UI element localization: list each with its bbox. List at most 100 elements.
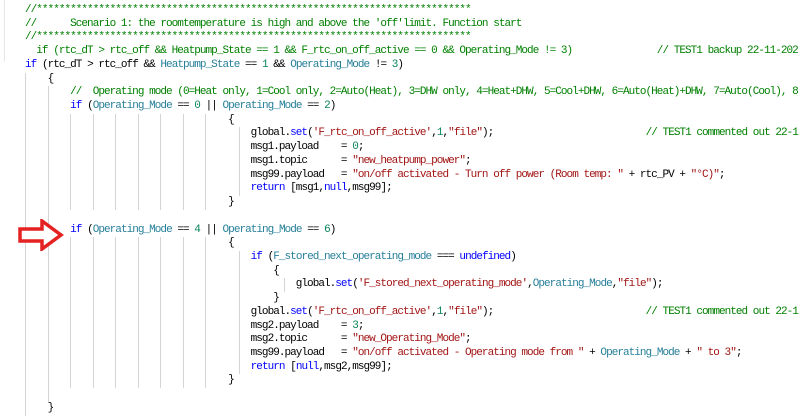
- code-line[interactable]: //**************************************…: [25, 4, 798, 18]
- code-line[interactable]: }: [25, 374, 798, 388]
- code-token: null: [324, 182, 348, 195]
- code-token: ===: [431, 250, 460, 263]
- code-line[interactable]: global.set('F_rtc_on_off_active',1,"file…: [25, 127, 799, 141]
- code-token: undefined: [459, 250, 511, 263]
- code-token: );: [482, 305, 646, 318]
- code-token: +: [679, 346, 697, 359]
- indent-guide: [25, 72, 26, 416]
- code-line[interactable]: }: [25, 292, 798, 306]
- code-token: + rtc_PV +: [622, 168, 691, 181]
- code-token: {: [25, 237, 235, 250]
- code-token: return: [250, 360, 286, 373]
- code-token: );: [651, 278, 663, 291]
- code-token: msg99.payload =: [25, 346, 353, 359]
- code-token: "on/off activated - Operating mode from …: [352, 346, 584, 359]
- code-token: if (rtc_dT > rtc_off && Heatpump_State =…: [25, 45, 799, 58]
- code-token: if: [25, 58, 37, 71]
- code-line[interactable]: msg99.payload = "on/off activated - Oper…: [25, 347, 798, 361]
- code-token: "file": [448, 127, 483, 140]
- code-line[interactable]: msg99.payload = "on/off activated - Turn…: [25, 169, 798, 183]
- code-token: Operating_Mode: [222, 223, 303, 236]
- code-line[interactable]: if (F_stored_next_operating_mode === und…: [25, 251, 798, 265]
- indent-guide: [115, 113, 117, 210]
- code-token: );: [482, 127, 646, 140]
- code-token: set: [335, 278, 353, 291]
- code-token: 'F_rtc_on_off_active': [312, 127, 432, 140]
- code-line[interactable]: {: [25, 73, 798, 87]
- indent-guide: [92, 237, 94, 389]
- code-line[interactable]: if (rtc_dT > rtc_off && Heatpump_State =…: [25, 45, 799, 59]
- code-token: ==: [171, 223, 195, 236]
- code-line[interactable]: global.set('F_stored_next_operating_mode…: [25, 278, 798, 292]
- code-line[interactable]: {: [25, 237, 798, 251]
- code-line[interactable]: //**************************************…: [25, 31, 798, 45]
- code-line[interactable]: return [msg1,null,msg99];: [25, 182, 798, 196]
- code-text[interactable]: //**************************************…: [25, 4, 799, 416]
- code-line[interactable]: msg2.topic = "new_Operating_Mode";: [25, 333, 798, 347]
- code-token: ): [397, 58, 404, 71]
- code-token: ;: [465, 154, 472, 167]
- code-token: (: [307, 305, 314, 318]
- code-token: if: [250, 250, 263, 263]
- code-token: ,: [611, 278, 619, 291]
- code-token: [: [284, 360, 297, 373]
- code-token: 1: [436, 127, 444, 140]
- code-line[interactable]: {: [25, 265, 798, 279]
- code-token: set: [290, 305, 308, 318]
- code-token: [25, 100, 70, 112]
- code-token: Operating_Mode: [92, 223, 173, 236]
- code-token: !=: [369, 58, 392, 71]
- code-token: // Scenario 1: the roomtemperature is hi…: [25, 17, 522, 30]
- code-token: 1: [436, 305, 444, 318]
- code-token: {: [25, 113, 235, 126]
- indent-guide: [137, 113, 139, 210]
- code-token: ==: [301, 100, 325, 113]
- code-token: global.: [25, 278, 336, 291]
- code-token: ,: [431, 305, 438, 318]
- code-line[interactable]: return [null,msg2,msg99];: [25, 361, 798, 375]
- indent-guide: [70, 237, 72, 389]
- code-token: ): [329, 100, 337, 113]
- code-line[interactable]: if (rtc_dT > rtc_off && Heatpump_State =…: [25, 59, 798, 73]
- code-line[interactable]: msg1.payload = 0;: [25, 141, 798, 155]
- code-token: "°C)": [690, 168, 720, 181]
- code-token: ,msg2,msg99];: [318, 360, 392, 373]
- code-token: ||: [199, 223, 223, 236]
- code-token: }: [25, 292, 280, 305]
- code-line[interactable]: [25, 388, 798, 402]
- code-token: ==: [301, 223, 325, 236]
- code-line[interactable]: // Scenario 1: the roomtemperature is hi…: [25, 18, 798, 32]
- code-token: (: [307, 127, 314, 140]
- indent-guide: [239, 250, 241, 375]
- code-token: &&: [267, 58, 291, 71]
- code-line[interactable]: {: [25, 114, 798, 128]
- code-line[interactable]: if (Operating_Mode == 4 || Operating_Mod…: [25, 224, 798, 238]
- indent-guide: [205, 113, 207, 210]
- code-token: ;: [357, 319, 365, 332]
- code-line[interactable]: msg1.topic = "new_heatpump_power";: [25, 155, 798, 169]
- code-token: // TEST1 commented out 22-1: [645, 127, 799, 140]
- code-line[interactable]: global.set('F_rtc_on_off_active',1,"file…: [25, 305, 799, 320]
- code-line[interactable]: }: [25, 402, 798, 416]
- code-token: ||: [199, 100, 223, 113]
- code-token: "file": [617, 278, 652, 291]
- code-token: 0: [194, 100, 201, 113]
- code-token: global.: [25, 127, 291, 140]
- code-token: 0: [352, 141, 359, 154]
- code-token: global.: [25, 305, 291, 318]
- code-token: ): [510, 250, 517, 263]
- code-line[interactable]: msg2.payload = 3;: [25, 320, 798, 334]
- code-token: [msg1,: [284, 182, 325, 195]
- code-line[interactable]: // Operating mode (0=Heat only, 1=Cool o…: [25, 86, 799, 100]
- code-token: // TEST1 commented out 22-1: [645, 305, 799, 318]
- code-line[interactable]: if (Operating_Mode == 0 || Operating_Mod…: [25, 100, 798, 114]
- code-token: msg1.topic =: [25, 154, 353, 167]
- code-token: (rtc_dT > rtc_off &&: [36, 58, 161, 71]
- code-line[interactable]: }: [25, 196, 798, 210]
- code-token: " to 3": [696, 346, 736, 359]
- code-token: }: [25, 374, 235, 387]
- code-token: ,msg99];: [346, 182, 393, 195]
- indent-guide: [239, 127, 241, 197]
- code-line[interactable]: [25, 210, 798, 224]
